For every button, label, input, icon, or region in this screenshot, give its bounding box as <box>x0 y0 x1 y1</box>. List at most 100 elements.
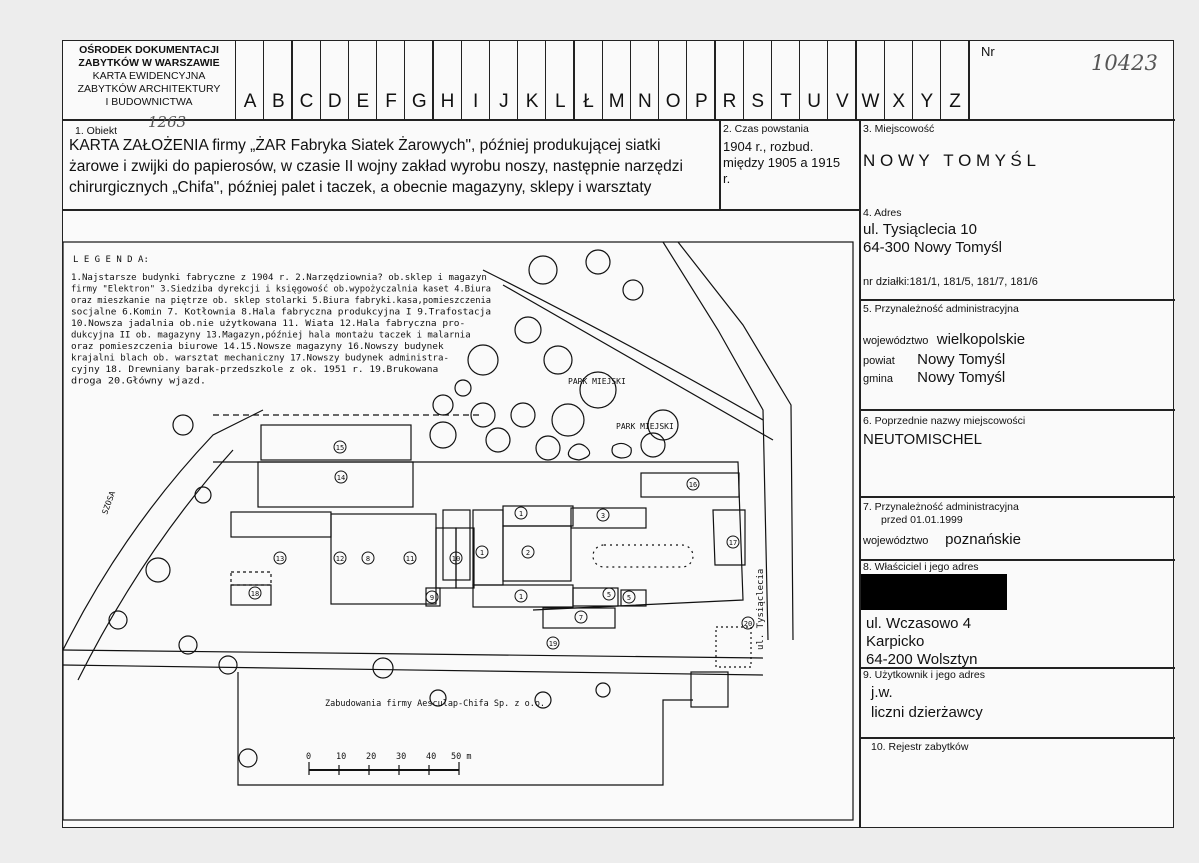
przynaleznosc-label: 5. Przynależność administracyjna <box>863 303 1019 315</box>
powiat-row: powiat Nowy Tomyśl <box>863 351 1005 368</box>
building-number-marker <box>514 506 528 520</box>
letter-s: S <box>751 91 765 112</box>
adres-value: ul. Tysiąclecia 10 64-300 Nowy Tomyśl <box>863 221 1002 257</box>
letter-k: K <box>525 91 539 112</box>
building-number-marker <box>602 587 616 601</box>
building-number-label: 1 <box>480 549 484 557</box>
letter-a: A <box>243 91 257 112</box>
building-number-marker <box>726 535 740 549</box>
building-number-label: 8 <box>366 555 370 563</box>
letter-divider <box>686 41 688 119</box>
letter-divider <box>911 41 913 119</box>
gmina-row: gmina Nowy Tomyśl <box>863 369 1005 386</box>
szosa-edge1 <box>63 409 264 651</box>
legend-line: oraz pomieszczenia biurowe 14.15.Nowsze … <box>71 341 444 351</box>
letter-t: T <box>780 91 792 112</box>
park-path2 <box>502 284 774 441</box>
building-number-label: 15 <box>336 444 344 452</box>
letter-u: U <box>807 91 821 112</box>
czas-value: 1904 r., rozbud. między 1905 a 1915 r. <box>723 139 840 187</box>
letter-ł: Ł <box>583 91 594 112</box>
building-number-marker <box>403 551 417 565</box>
obiekt-description: KARTA ZAŁOŻENIA firmy „ŻAR Fabryka Siate… <box>69 135 719 198</box>
divider-r1 <box>859 299 1175 301</box>
building-1b <box>502 505 574 527</box>
letter-divider <box>291 41 293 119</box>
building-3 <box>570 507 647 529</box>
czas-label: 2. Czas powstania <box>723 123 809 135</box>
woj-value: wielkopolskie <box>936 331 1026 348</box>
obiekt-line3: chirurgicznych „Chifa", później palet i … <box>69 179 652 196</box>
divider-r4 <box>859 559 1175 561</box>
legend-line: krajalni blach ob. warsztat mechaniczny … <box>71 353 449 363</box>
building-number-marker <box>333 440 347 454</box>
legend-line: socjalne 6.Komin 7. Kotłownia 8.Hala fab… <box>71 307 491 317</box>
building-number-label: 2 <box>526 549 530 557</box>
building-number-marker <box>425 590 439 604</box>
building-number-label: 5 <box>607 591 611 599</box>
building-8 <box>442 509 471 581</box>
building-number-marker <box>475 545 489 559</box>
building-6 <box>620 589 647 607</box>
building-12 <box>330 513 437 605</box>
perimeter <box>213 461 744 611</box>
institution-line3: KARTA EWIDENCYJNA <box>92 70 206 82</box>
nr-value: 10423 <box>1091 51 1158 75</box>
legend-line: dukcyjna II ob. magazyny 13.Magazyn,późn… <box>71 330 471 340</box>
uzytkownik-label: 9. Użytkownik i jego adres <box>863 669 985 681</box>
scale-label: 20 <box>366 752 376 762</box>
legend-line: cyjny 18. Drewniany barak-przedszkole z … <box>71 364 438 374</box>
building-number-marker <box>574 610 588 624</box>
divider-v1 <box>719 119 721 209</box>
building-number-label: 13 <box>276 555 284 563</box>
letter-divider <box>376 41 378 119</box>
wlasciciel-line1: ul. Wczasowo 4 <box>866 615 972 632</box>
letter-divider <box>601 41 603 119</box>
institution-line5: I BUDOWNICTWA <box>105 96 193 108</box>
adres-line2: 64-300 Nowy Tomyśl <box>863 239 1002 256</box>
building-2 <box>502 525 572 582</box>
building-5 <box>572 587 619 607</box>
building-number-label: 5 <box>627 594 631 602</box>
building-number-label: 18 <box>251 590 259 598</box>
building-number-marker <box>622 590 636 604</box>
letter-divider <box>263 41 265 119</box>
redacted-owner-name <box>861 574 1007 610</box>
letter-divider <box>319 41 321 119</box>
letter-divider <box>742 41 744 119</box>
building-number-marker <box>546 636 560 650</box>
powiat-label: powiat <box>863 355 895 367</box>
letter-d: D <box>327 91 342 112</box>
letter-divider <box>770 41 772 119</box>
wlasciciel-line2: Karpicko <box>866 633 925 650</box>
building-13 <box>230 511 332 538</box>
aesculap-label: Zabudowania firmy Aesculap-Chifa Sp. z o… <box>325 699 545 709</box>
divider-r3 <box>859 496 1175 498</box>
letter-divider <box>940 41 942 119</box>
letter-o: O <box>665 91 681 112</box>
letter-divider <box>573 41 575 119</box>
adres-label: 4. Adres <box>863 207 902 219</box>
letter-divider <box>799 41 801 119</box>
letter-divider-end <box>968 41 970 119</box>
poprzednie-value: NEUTOMISCHEL <box>863 431 982 448</box>
scale-label: 10 <box>336 752 346 762</box>
road-left-edge <box>662 241 769 641</box>
woj-old-row: województwo poznańskie <box>863 531 1021 548</box>
institution-header: OŚRODEK DOKUMENTACJI ZABYTKÓW W WARSZAWI… <box>63 41 235 119</box>
institution-line4: ZABYTKÓW ARCHITEKTURY <box>77 83 221 95</box>
park-path <box>482 269 764 421</box>
street-label-tysiaclecia: ul. Tysiąclecia <box>756 569 766 650</box>
letter-divider <box>404 41 406 119</box>
letter-divider <box>827 41 829 119</box>
letter-divider <box>545 41 547 119</box>
building-number-label: 19 <box>549 640 557 648</box>
building-number-marker <box>361 551 375 565</box>
letter-divider <box>488 41 490 119</box>
obiekt-line2: żarowe i zwijki do papierosów, w czasie … <box>69 158 683 175</box>
letter-w: W <box>861 91 880 112</box>
letter-m: M <box>608 91 625 112</box>
wlasciciel-line3: 64-200 Wolsztyn <box>866 651 978 668</box>
building-number-label: 7 <box>579 614 583 622</box>
poprzednie-label: 6. Poprzednie nazwy miejscowości <box>863 415 1026 427</box>
